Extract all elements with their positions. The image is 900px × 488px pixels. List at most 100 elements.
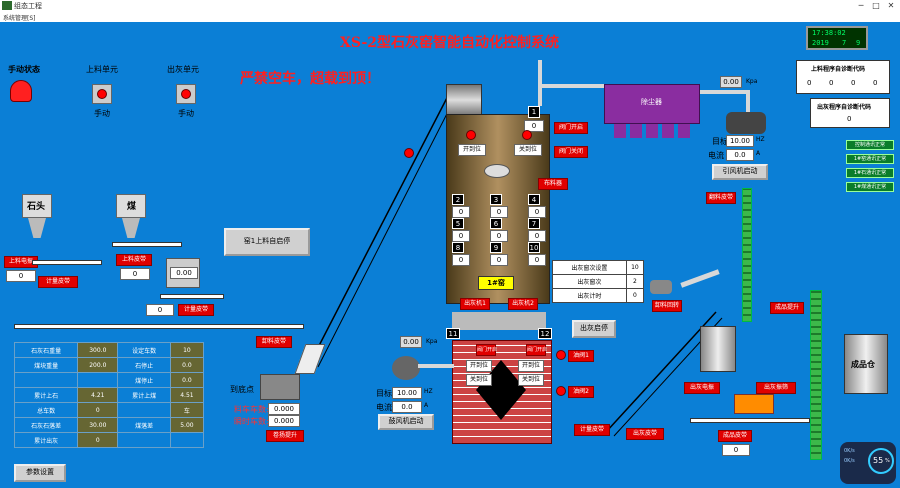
valve-open-button[interactable]: 阀门开启 <box>554 122 588 134</box>
belt-button-3[interactable]: 计量皮带 <box>574 424 610 436</box>
stone-value: 0 <box>6 270 36 282</box>
bottom-valve-a[interactable]: 阀门开启 <box>476 344 497 356</box>
temp-point-no: 3 <box>490 194 502 205</box>
switch-knob-icon <box>97 89 107 99</box>
param-value[interactable]: 30.00 <box>77 417 119 433</box>
param-value[interactable]: 0 <box>77 432 119 448</box>
param-value[interactable]: 0.0 <box>169 357 205 373</box>
product-belt-value: 0 <box>722 444 750 456</box>
feed-diag-title: 上料程序自诊断代码 <box>811 66 866 73</box>
kiln-top-hopper <box>446 84 482 116</box>
weigh-value: 0.00 <box>170 267 198 279</box>
instant-label: 瞬时车数: <box>234 417 269 426</box>
skip-button[interactable]: 卷扬提升 <box>266 430 304 442</box>
temp-point-value: 0 <box>528 206 546 218</box>
discharge-motor <box>650 280 672 294</box>
switch-knob-icon <box>181 89 191 99</box>
oil-valve-1-button[interactable]: 油阀1 <box>568 350 594 362</box>
product-belt-button[interactable]: 成品皮带 <box>718 430 752 442</box>
discharger-2-button[interactable]: 出灰机2 <box>508 298 538 310</box>
discharge-unit-label: 出灰单元 <box>167 65 199 74</box>
fan-target-value[interactable]: 10.00 <box>726 135 754 147</box>
temp-point-no: 2 <box>452 194 464 205</box>
param-value[interactable]: 0.0 <box>169 372 205 388</box>
param-value[interactable]: 车 <box>169 402 205 418</box>
induced-fan-button[interactable]: 引风机启动 <box>712 164 768 180</box>
discharge-unit-mode: 手动 <box>178 109 194 118</box>
bottom-valve-b[interactable]: 阀门开启 <box>526 344 547 356</box>
kiln-open-left: 开到位 <box>458 144 486 156</box>
param-value[interactable]: 4.51 <box>169 387 205 403</box>
vibrating-screen <box>734 394 774 414</box>
window-title: 组态工程 <box>14 2 42 10</box>
param-value[interactable] <box>169 432 205 448</box>
temp-point-no: 6 <box>490 218 502 229</box>
kiln-bottom-12: 12 <box>538 328 552 339</box>
lifter-button[interactable]: 成品提升 <box>770 302 804 314</box>
vib-belt-button[interactable]: 出灰皮带 <box>626 428 664 440</box>
fan-a-unit: A <box>756 150 761 157</box>
temp-point-value: 0 <box>452 254 470 266</box>
blower-start-button[interactable]: 鼓风机启动 <box>378 414 434 430</box>
maximize-button[interactable]: □ <box>872 1 880 10</box>
kiln-feed-start-button[interactable]: 窑1上料自启停 <box>224 228 310 256</box>
param-value[interactable]: 10 <box>169 342 205 358</box>
coal-feed-button[interactable]: 上料皮带 <box>116 254 152 266</box>
oil-valve-2-button[interactable]: 油阀2 <box>568 386 594 398</box>
reverse-feed-button[interactable]: 卸料回转 <box>652 300 682 312</box>
exhaust-pipe <box>538 60 542 106</box>
temp-point-value: 0 <box>490 254 508 266</box>
stone-chute <box>28 218 46 238</box>
unload-belt-button[interactable]: 卸料皮带 <box>256 336 292 348</box>
kiln-top-value: 0 <box>524 120 544 132</box>
discharger-1-button[interactable]: 出灰机1 <box>460 298 490 310</box>
param-value[interactable] <box>77 372 119 388</box>
param-label: 总车数 <box>13 402 79 418</box>
disc-diag-value: 0 <box>847 115 852 123</box>
discharge-value[interactable]: 2 <box>625 274 645 289</box>
discharge-start-button[interactable]: 出灰启停 <box>572 320 616 338</box>
distributor-button[interactable]: 布料器 <box>538 178 568 190</box>
discharge-unit-switch[interactable] <box>176 84 196 104</box>
clock-panel: 17:38:02 2019 7 9 <box>806 26 868 50</box>
hoist-turn-button[interactable]: 翻料皮带 <box>706 192 736 204</box>
comm-status-0: 控制通讯正常 <box>846 140 894 150</box>
param-value[interactable]: 5.00 <box>169 417 205 433</box>
param-value[interactable]: 200.0 <box>77 357 119 373</box>
oil-valve-1-icon <box>556 350 566 360</box>
middle-conveyor <box>160 294 224 299</box>
vibrator-button[interactable]: 出灰振筛 <box>756 382 796 394</box>
discharge-value[interactable]: 0 <box>625 288 645 303</box>
param-label: 石停止 <box>117 357 171 373</box>
app-icon <box>2 1 12 10</box>
minimize-button[interactable]: ─ <box>858 1 864 10</box>
bottom-open-left: 开到位 <box>466 360 492 372</box>
discharge-value[interactable]: 10 <box>625 260 645 275</box>
temp-point-no: 9 <box>490 242 502 253</box>
discharge-vib-button[interactable]: 出灰电振 <box>684 382 720 394</box>
gauge-unit: % <box>885 458 890 464</box>
close-button[interactable]: ✕ <box>887 1 895 10</box>
param-value[interactable]: 300.0 <box>77 342 119 358</box>
blower-target-value[interactable]: 10.00 <box>392 387 422 399</box>
dust-label: 除尘器 <box>641 98 662 106</box>
feed-unit-switch[interactable] <box>92 84 112 104</box>
stone-feed-button[interactable]: 上料电振 <box>4 256 38 268</box>
feed-unit-label: 上料单元 <box>86 65 118 74</box>
params-button[interactable]: 参数设置 <box>14 464 66 482</box>
param-value[interactable]: 0 <box>77 402 119 418</box>
stone-hopper: 石头 <box>22 194 52 218</box>
belt-button-2[interactable]: 计量皮带 <box>178 304 214 316</box>
belt-button-1[interactable]: 计量皮带 <box>38 276 78 288</box>
valve-close-button[interactable]: 阀门关闭 <box>554 146 588 158</box>
comm-status-3: 1#煤通讯正常 <box>846 182 894 192</box>
disc-diag-title: 出灰程序自诊断代码 <box>817 104 872 111</box>
menu-system[interactable]: 系统管理[S] <box>3 15 36 22</box>
instant-value: 0.000 <box>268 415 300 427</box>
param-value[interactable]: 4.21 <box>77 387 119 403</box>
